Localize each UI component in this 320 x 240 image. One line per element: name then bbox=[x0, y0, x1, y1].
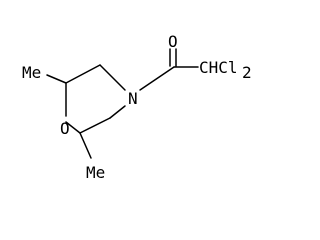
bond-c6-oring bbox=[65, 121, 81, 134]
bond-c6-methyl-bottom bbox=[79, 132, 92, 159]
bond-n-carbonyl bbox=[139, 66, 175, 91]
atom-label-dichloromethyl: CHCl bbox=[199, 58, 238, 77]
atom-label-nitrogen: N bbox=[128, 89, 138, 108]
atom-label-methyl-top: Me bbox=[22, 63, 41, 82]
bond-methyl-top-c2 bbox=[46, 74, 67, 84]
atom-label-ring-oxygen: O bbox=[60, 119, 70, 138]
bond-c3-n bbox=[99, 64, 126, 91]
atom-label-methyl-bottom: Me bbox=[86, 163, 105, 182]
bond-c2-c3 bbox=[65, 64, 101, 84]
atom-label-carbonyl-oxygen: O bbox=[168, 32, 178, 51]
bond-lines bbox=[46, 48, 199, 159]
atom-label-dichloromethyl-subscript: 2 bbox=[242, 63, 252, 82]
chemical-structure-diagram: O CHCl 2 N O Me Me bbox=[22, 32, 252, 182]
bond-n-c5 bbox=[109, 105, 126, 119]
bond-c5-c6 bbox=[79, 117, 111, 134]
